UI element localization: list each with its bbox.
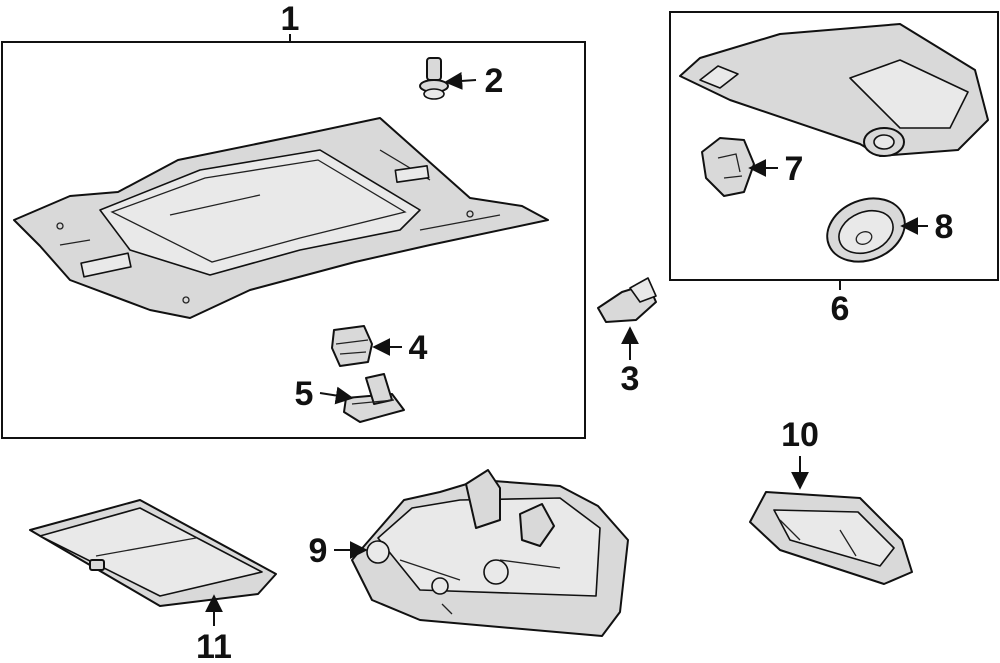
callout-3: 3 <box>621 360 640 398</box>
visor-clip-part <box>701 137 755 197</box>
visor-pad-part <box>826 197 906 263</box>
callout-8: 8 <box>935 208 954 246</box>
small-clip-part <box>331 325 373 367</box>
cover-panel-part <box>29 499 277 607</box>
arrow-2 <box>444 71 477 90</box>
group-frame-headliner <box>1 41 586 439</box>
callout-10: 10 <box>781 416 819 454</box>
arrow-5 <box>319 386 354 405</box>
small-holder-part <box>597 277 657 323</box>
callout-1: 1 <box>281 0 300 38</box>
overhead-console-part <box>351 469 629 637</box>
headliner-panel <box>13 117 549 319</box>
sun-visor-part <box>679 23 989 157</box>
dome-lamp-part <box>749 491 913 585</box>
callout-11: 11 <box>196 628 232 663</box>
holder-part <box>343 373 405 423</box>
callout-6: 6 <box>831 290 850 328</box>
callout-5: 5 <box>295 375 314 413</box>
callout-4: 4 <box>409 329 428 367</box>
clip-part <box>419 57 449 100</box>
callout-2: 2 <box>485 62 504 100</box>
callout-9: 9 <box>309 532 328 570</box>
group-frame-sun-visor <box>669 11 999 281</box>
callout-7: 7 <box>785 150 804 188</box>
